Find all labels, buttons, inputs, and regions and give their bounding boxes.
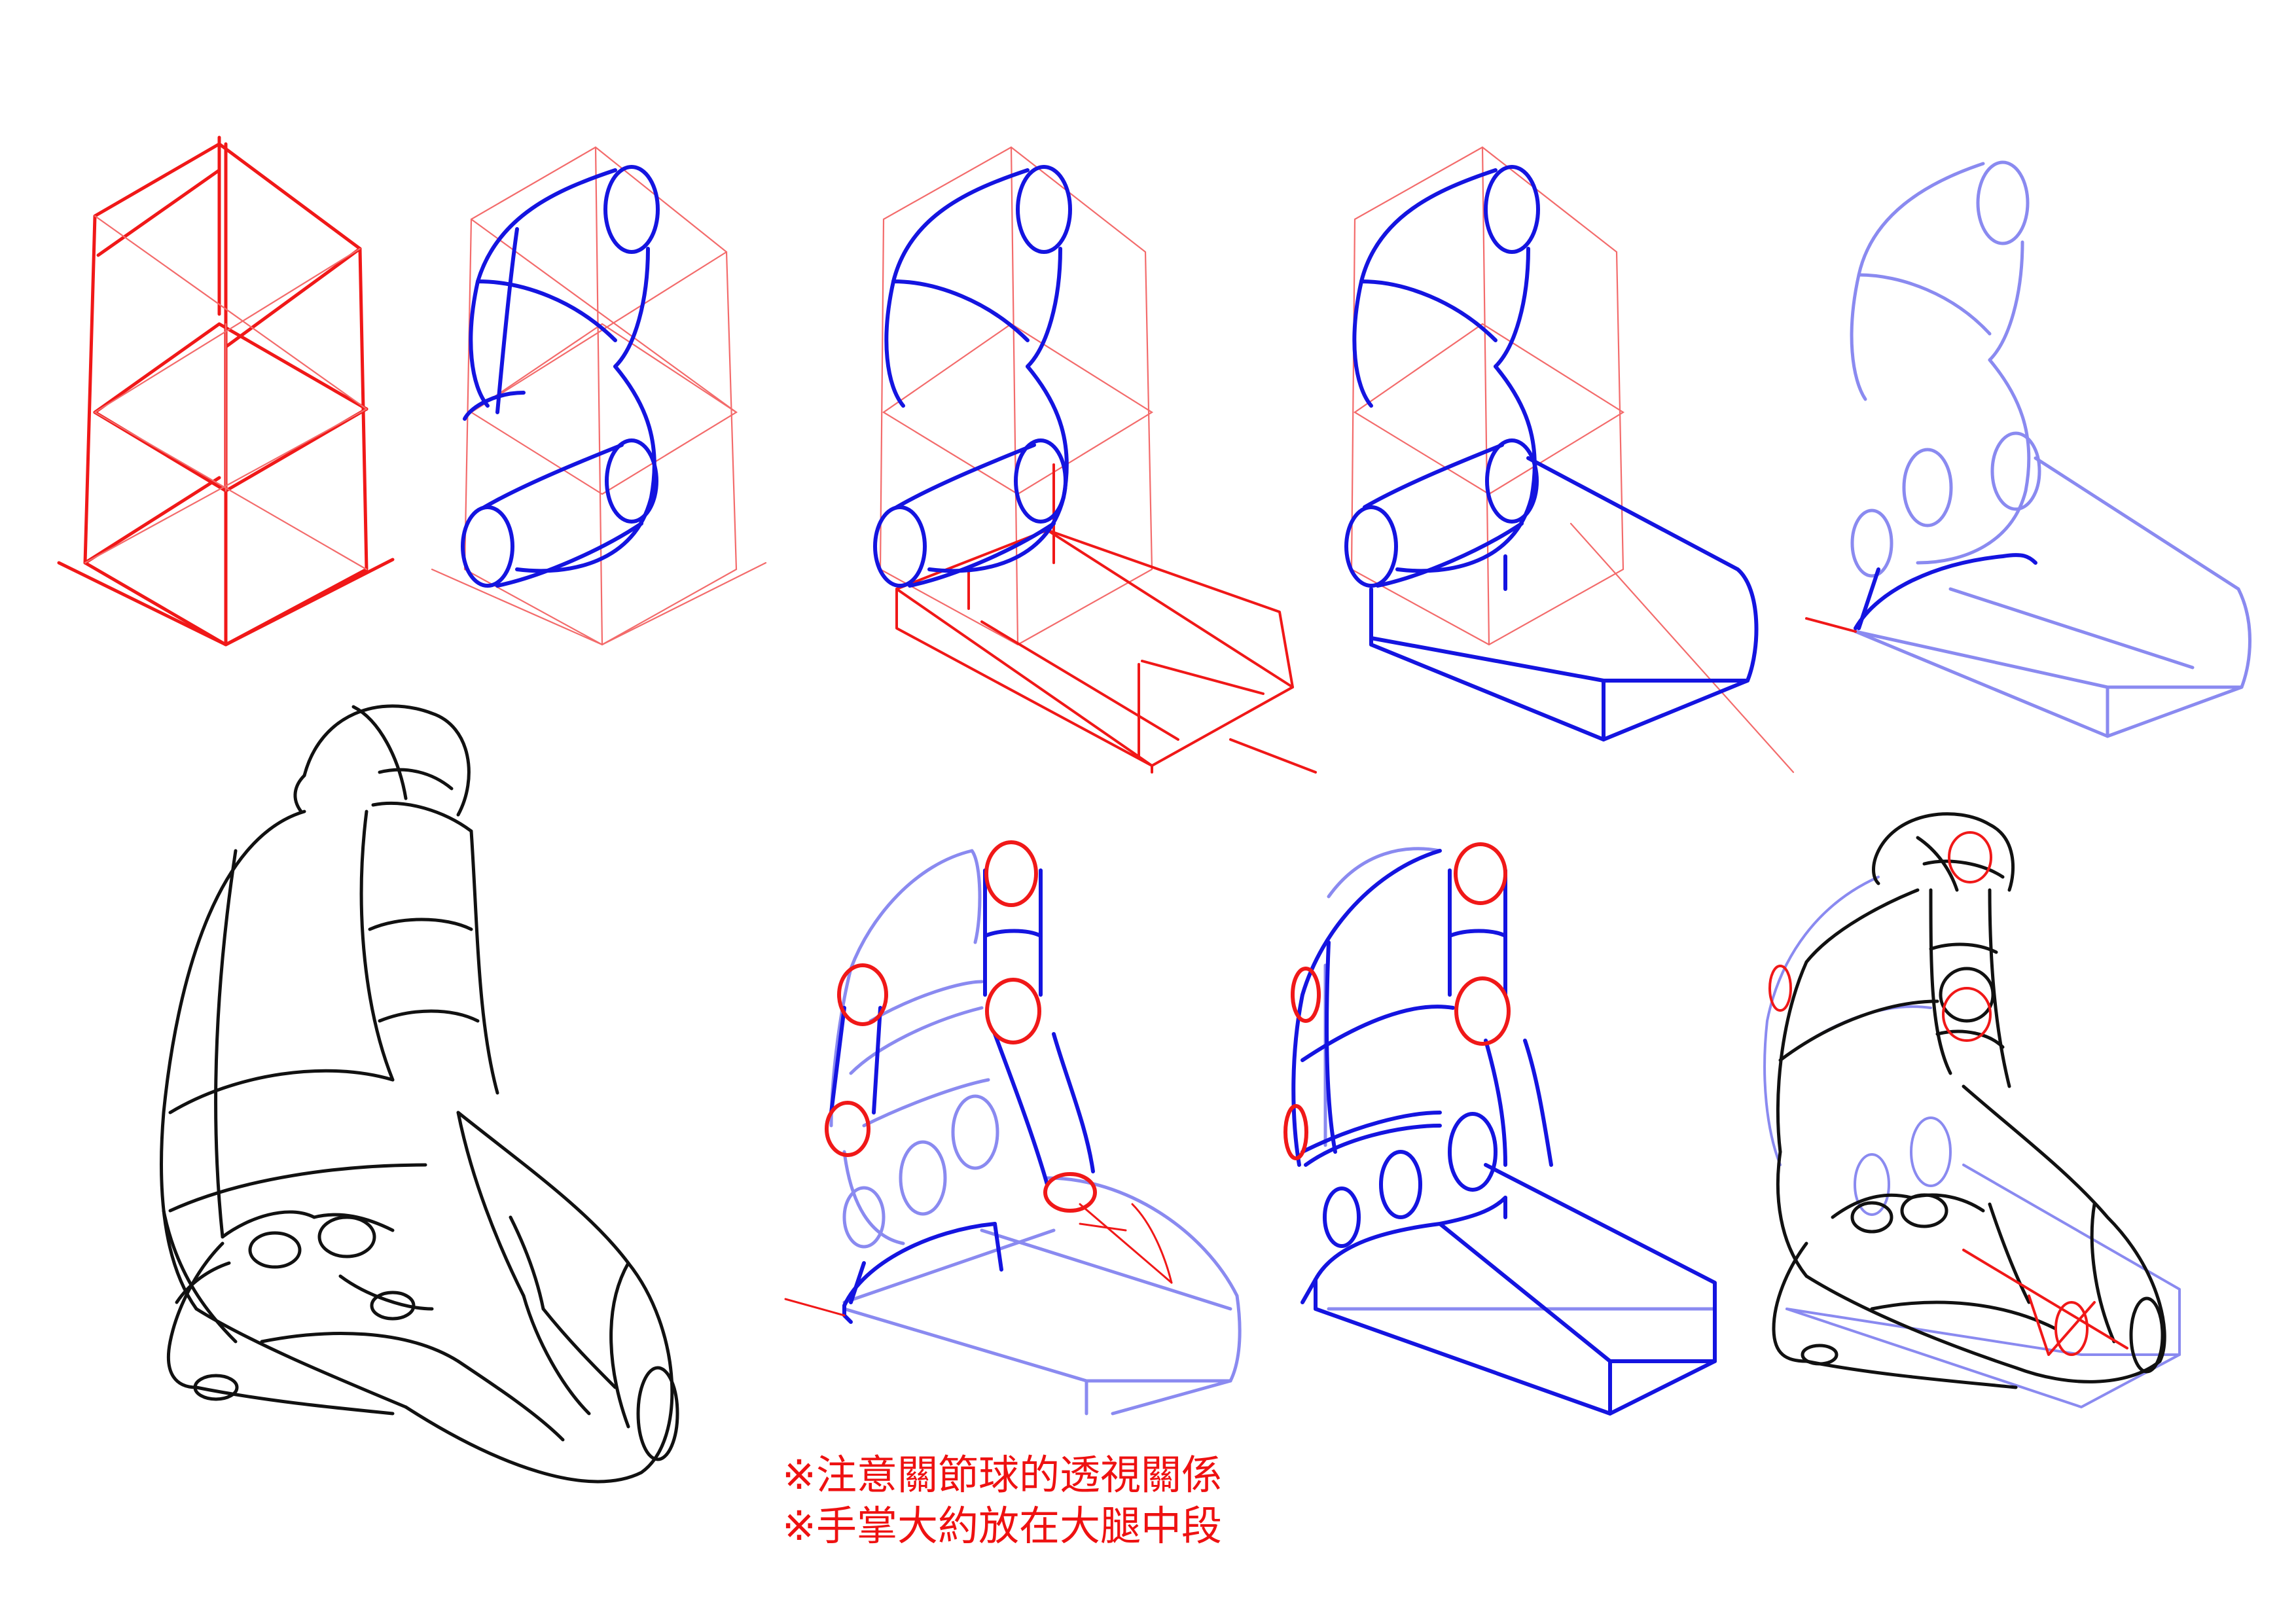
step4-thigh-solid bbox=[1344, 146, 1795, 774]
note-joint-perspective: ※注意關節球的透視關係 bbox=[782, 1451, 1222, 1499]
note-palm-placement: ※手掌大約放在大腿中段 bbox=[782, 1502, 1222, 1550]
joint-balls-sketch bbox=[784, 840, 1242, 1416]
refined-form-with-joints bbox=[1283, 842, 1717, 1416]
step2-tube-construction bbox=[431, 146, 767, 646]
final-black-sketch bbox=[160, 704, 679, 1484]
step1-perspective-box bbox=[57, 135, 395, 647]
final-overlay-sketch bbox=[1763, 812, 2181, 1408]
notes-block: ※注意關節球的透視關係 ※手掌大約放在大腿中段 bbox=[782, 1450, 1371, 1552]
step3-thigh-box bbox=[873, 146, 1317, 774]
step5-refined-form bbox=[1805, 160, 2251, 738]
